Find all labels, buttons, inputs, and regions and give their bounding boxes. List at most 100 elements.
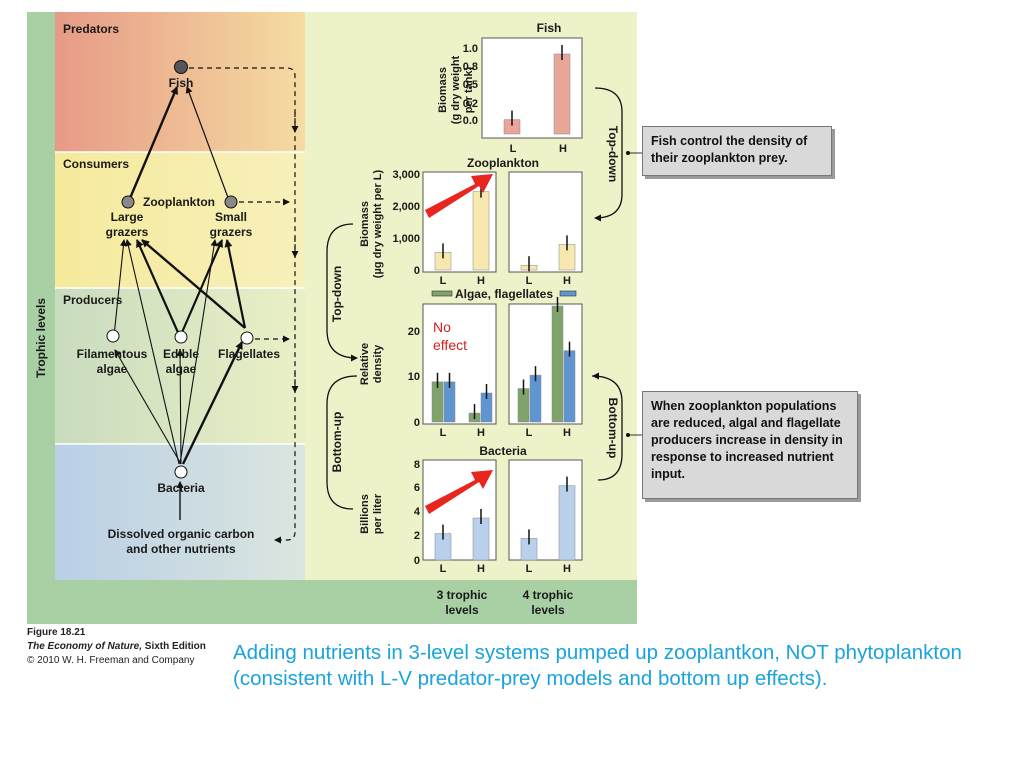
trophic-strip — [27, 12, 55, 624]
x-label-H: H — [563, 275, 571, 287]
four-trophic-1: 4 trophic — [523, 588, 574, 602]
figure-caption: Figure 18.21 The Economy of Nature, Sixt… — [27, 626, 206, 668]
algae-tick: 0 — [414, 417, 420, 429]
zoo-bar-3-H — [472, 191, 490, 271]
large-label: Large — [111, 210, 144, 224]
copyright: © 2010 W. H. Freeman and Company — [27, 655, 195, 666]
callout-fish-control: Fish control the density of their zoopla… — [642, 126, 832, 176]
x-label-H: H — [477, 563, 485, 575]
fish-label: Fish — [169, 76, 194, 90]
trophic-levels-label: Trophic levels — [34, 298, 48, 378]
bact-tick: 8 — [414, 459, 420, 471]
bact-ylabel-2: per liter — [372, 493, 384, 534]
bottom-strip — [55, 580, 637, 624]
x-label-L: L — [526, 563, 533, 575]
large-grazers-label: grazers — [106, 225, 149, 239]
bact-tick: 6 — [414, 482, 420, 494]
fish-ylabel-1: Biomass — [437, 67, 449, 113]
x-label-H: H — [563, 427, 571, 439]
red-arrow-bacteria — [425, 470, 493, 514]
fish-ylabel-2: (g dry weight — [450, 55, 462, 124]
bottom-up-left: Bottom-up — [330, 412, 344, 473]
band-label-producers: Producers — [63, 293, 123, 307]
zoo-ylabel-2: (µg dry weight per L) — [372, 169, 384, 278]
figure-number: Figure 18.21 — [27, 627, 86, 638]
bacteria-label: Bacteria — [157, 481, 205, 495]
book-edition: Sixth Edition — [142, 641, 206, 652]
bact-tick: 0 — [414, 555, 420, 567]
x-label-H: H — [559, 143, 567, 155]
x-label-H: H — [477, 275, 485, 287]
algae-ylabel-1: Relative — [359, 343, 371, 385]
algae-legend: Algae, flagellates — [431, 287, 577, 301]
fish-tick: 0.5 — [463, 79, 478, 91]
fish-node — [174, 60, 188, 74]
band-predators — [55, 12, 305, 152]
slide-note: Adding nutrients in 3-level systems pump… — [233, 641, 962, 690]
edible-algae-node — [174, 330, 188, 344]
bact-bar-3-H — [472, 517, 490, 561]
fish-chart-title: Fish — [537, 21, 562, 35]
zoo-tick: 2,000 — [392, 201, 420, 213]
fish-tick: 1.0 — [463, 43, 478, 55]
fish-bar-H — [553, 53, 571, 135]
x-label-L: L — [526, 275, 533, 287]
top-down-right: Top-down — [606, 126, 620, 182]
algae-tick: 20 — [408, 326, 420, 338]
three-trophic-2: levels — [445, 603, 479, 617]
zoo-ylabel-1: Biomass — [359, 201, 371, 247]
band-label-consumers: Consumers — [63, 157, 129, 171]
x-label-L: L — [440, 275, 447, 287]
dissolved-label-2: and other nutrients — [126, 542, 236, 556]
flag-bar-3-L — [443, 381, 456, 423]
x-label-L: L — [510, 143, 517, 155]
red-arrow-zooplankton — [425, 174, 493, 218]
four-trophic-2: levels — [531, 603, 565, 617]
zoo-tick: 0 — [414, 265, 420, 277]
band-consumers — [55, 152, 305, 288]
band-label-predators: Predators — [63, 22, 119, 36]
zoo-tick: 3,000 — [392, 169, 420, 181]
three-trophic-1: 3 trophic — [437, 588, 488, 602]
bact-bar-4-H — [558, 485, 576, 561]
small-grazers-label: grazers — [210, 225, 253, 239]
filamentous-label: Filamentous — [77, 347, 148, 361]
book-title: The Economy of Nature, — [27, 641, 143, 652]
bact-chart-title: Bacteria — [479, 444, 527, 458]
algae-bar-4-H — [551, 305, 564, 423]
zoo-tick: 1,000 — [392, 233, 420, 245]
zoo-chart-title: Zooplankton — [467, 156, 539, 170]
fish-tick: 0.8 — [463, 61, 478, 73]
x-label-H: H — [477, 427, 485, 439]
zooplankton-label: Zooplankton — [143, 195, 215, 209]
flag-bar-4-L — [529, 374, 542, 423]
algae-bar-3-L — [431, 381, 444, 423]
bact-tick: 2 — [414, 530, 420, 542]
flag-bar-4-H — [563, 350, 576, 423]
algae-ylabel-2: density — [372, 344, 384, 383]
top-down-left: Top-down — [330, 266, 344, 322]
large-grazers-node — [121, 195, 135, 209]
chart-bars — [431, 45, 576, 561]
fish-tick: 0.0 — [463, 115, 478, 127]
flagellates-label: Flagellates — [218, 347, 280, 361]
bacteria-node — [174, 465, 188, 479]
bact-tick: 4 — [414, 506, 421, 518]
filamentous-algae-node — [106, 329, 120, 343]
x-label-L: L — [526, 427, 533, 439]
x-label-H: H — [563, 563, 571, 575]
dissolved-label-1: Dissolved organic carbon — [108, 527, 255, 541]
small-grazers-node — [224, 195, 238, 209]
bottom-up-right: Bottom-up — [606, 398, 620, 459]
no-effect-1: No — [433, 319, 451, 335]
x-label-L: L — [440, 563, 447, 575]
small-label: Small — [215, 210, 247, 224]
bact-ylabel-1: Billions — [359, 494, 371, 534]
algae-chart-title: Algae, flagellates — [455, 287, 553, 301]
edible-label: Edible — [163, 347, 199, 361]
flagellates-node — [240, 331, 254, 345]
food-web-figure: Trophic levels Predators Consumers Produ… — [27, 12, 637, 624]
fish-tick: 0.2 — [463, 98, 478, 110]
no-effect-2: effect — [433, 337, 467, 353]
fish-ylabel-3: per tank) — [463, 66, 475, 113]
